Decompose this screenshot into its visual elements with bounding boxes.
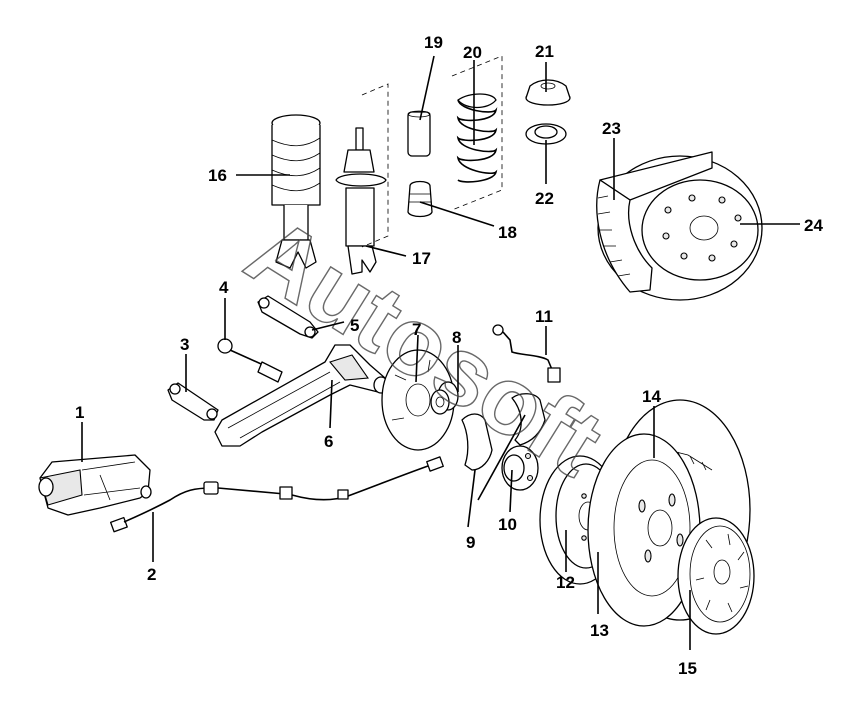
part-2-abs-cable [110, 456, 444, 533]
part-5-upper-link [257, 295, 319, 339]
part-11-brake-line [492, 324, 561, 383]
part-17-shock-absorber [335, 127, 387, 275]
callout-4: 4 [219, 278, 229, 297]
callout-labels: 1 2 3 4 5 6 7 8 9 10 11 12 13 14 15 16 1… [75, 33, 823, 678]
callout-8: 8 [452, 328, 461, 347]
part-4-tie-rod [217, 338, 283, 383]
part-15-hubcap [677, 517, 755, 635]
callout-7: 7 [412, 320, 421, 339]
part-1-bracket [38, 454, 152, 516]
part-8-bearing [430, 381, 459, 415]
callout-21: 21 [535, 42, 554, 61]
callout-23: 23 [602, 119, 621, 138]
callout-12: 12 [556, 573, 575, 592]
callout-22: 22 [535, 189, 554, 208]
callout-13: 13 [590, 621, 609, 640]
part-16-strut-assembly [271, 114, 321, 269]
callout-5: 5 [350, 316, 359, 335]
callout-24: 24 [804, 216, 823, 235]
part-21-top-mount [525, 79, 571, 106]
leader-lines [81, 55, 800, 650]
guide-lines [361, 55, 503, 248]
callout-9: 9 [466, 533, 475, 552]
watermark: Autosoft [229, 197, 620, 497]
callout-17: 17 [412, 249, 431, 268]
part-24-spare-rim [641, 179, 759, 281]
callout-16: 16 [208, 166, 227, 185]
part-20-coil-spring [456, 93, 498, 183]
callout-14: 14 [642, 387, 661, 406]
callout-2: 2 [147, 565, 156, 584]
part-19-dust-boot [407, 110, 431, 157]
callout-11: 11 [535, 307, 553, 326]
callout-18: 18 [498, 223, 517, 242]
callout-3: 3 [180, 335, 189, 354]
callout-19: 19 [424, 33, 443, 52]
part-18-bump-stop [407, 180, 433, 218]
callout-15: 15 [678, 659, 697, 678]
callout-6: 6 [324, 432, 333, 451]
part-22-seat-ring [525, 123, 567, 145]
callout-20: 20 [463, 43, 482, 62]
part-9-brake-shoes [461, 393, 546, 471]
part-3-link [167, 382, 219, 421]
callout-10: 10 [498, 515, 517, 534]
callout-1: 1 [75, 403, 84, 422]
part-7-backing-plate [381, 349, 455, 451]
